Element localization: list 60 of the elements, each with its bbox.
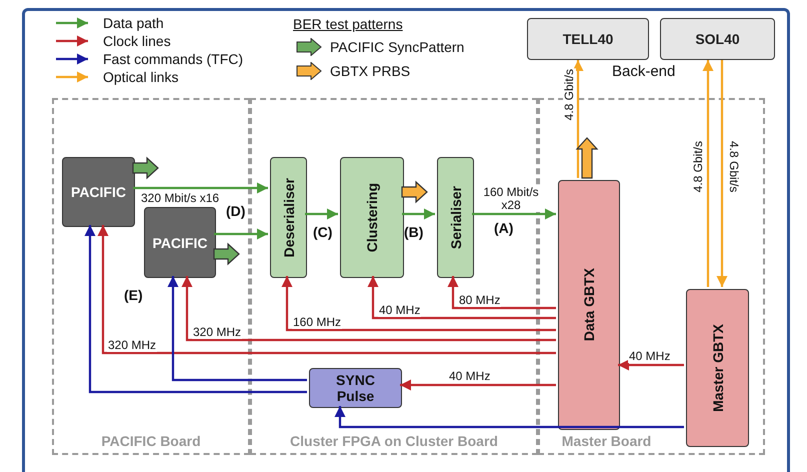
arrow: [572, 60, 584, 178]
legend-label: Fast commands (TFC): [103, 51, 244, 67]
edge-label: 4.8 Gbit/s: [563, 68, 576, 122]
edge-label: 40 MHz: [378, 304, 422, 317]
arrow: [618, 360, 684, 370]
block-arrow: [213, 242, 240, 266]
edge-label: 40 MHz: [448, 370, 492, 383]
group-label: Back-end: [612, 63, 676, 80]
callout-letter: (C): [313, 224, 332, 240]
board-region: [538, 98, 765, 455]
arrow: [334, 406, 684, 428]
legend-label: Optical links: [103, 69, 178, 85]
chip-box: Master GBTX: [686, 289, 749, 447]
process-box: Serialiser: [437, 157, 474, 278]
edge-label: 80 MHz: [458, 294, 502, 307]
arrow: [98, 225, 556, 354]
legend-label: GBTX PRBS: [330, 63, 410, 79]
arrow: [305, 208, 338, 220]
board-label: PACIFIC Board: [100, 433, 202, 449]
arrow: [368, 276, 556, 320]
edge-label: 320 MHz: [107, 339, 158, 352]
block-arrow: [576, 137, 598, 179]
edge-label: 160 MHz: [292, 316, 342, 329]
arrow: [214, 228, 268, 240]
block-arrow: [401, 180, 428, 204]
legend-label: Data path: [103, 15, 164, 31]
edge-label: 40 MHz: [628, 350, 672, 363]
edge-label: 320 Mbit/s x16: [140, 192, 220, 205]
board-label: Cluster FPGA on Cluster Board: [289, 433, 499, 449]
arrow: [182, 276, 556, 342]
edge-label: 4.8 Gbit/s: [692, 140, 705, 194]
callout-letter: (D): [226, 203, 246, 219]
chip-box: Data GBTX: [558, 180, 620, 430]
chip-box: PACIFIC: [144, 207, 216, 278]
callout-letter: (B): [404, 224, 424, 240]
arrow: [716, 60, 728, 287]
arrow: [400, 380, 556, 390]
edge-label: 4.8 Gbit/s: [727, 140, 740, 194]
legend-heading: BER test patterns: [293, 16, 403, 32]
legend-label: PACIFIC SyncPattern: [330, 39, 464, 55]
callout-letter: (E): [124, 287, 143, 303]
arrow: [472, 208, 556, 220]
arrow: [133, 182, 268, 194]
backend-box: SOL40: [660, 18, 775, 60]
arrow: [84, 225, 307, 394]
arrow: [702, 60, 714, 287]
legend-label: Clock lines: [103, 33, 171, 49]
arrow: [168, 276, 307, 382]
process-box: Deserialiser: [270, 157, 307, 278]
backend-box: TELL40: [527, 18, 649, 60]
block-arrow: [132, 156, 159, 180]
edge-label: 320 MHz: [192, 326, 242, 339]
process-box: SYNC Pulse: [309, 368, 402, 408]
arrow: [282, 276, 556, 332]
process-box: Clustering: [340, 157, 404, 278]
arrow: [402, 208, 435, 220]
board-label: Master Board: [560, 433, 652, 449]
callout-letter: (A): [494, 220, 514, 236]
arrow: [448, 276, 556, 310]
chip-box: PACIFIC: [62, 157, 135, 227]
